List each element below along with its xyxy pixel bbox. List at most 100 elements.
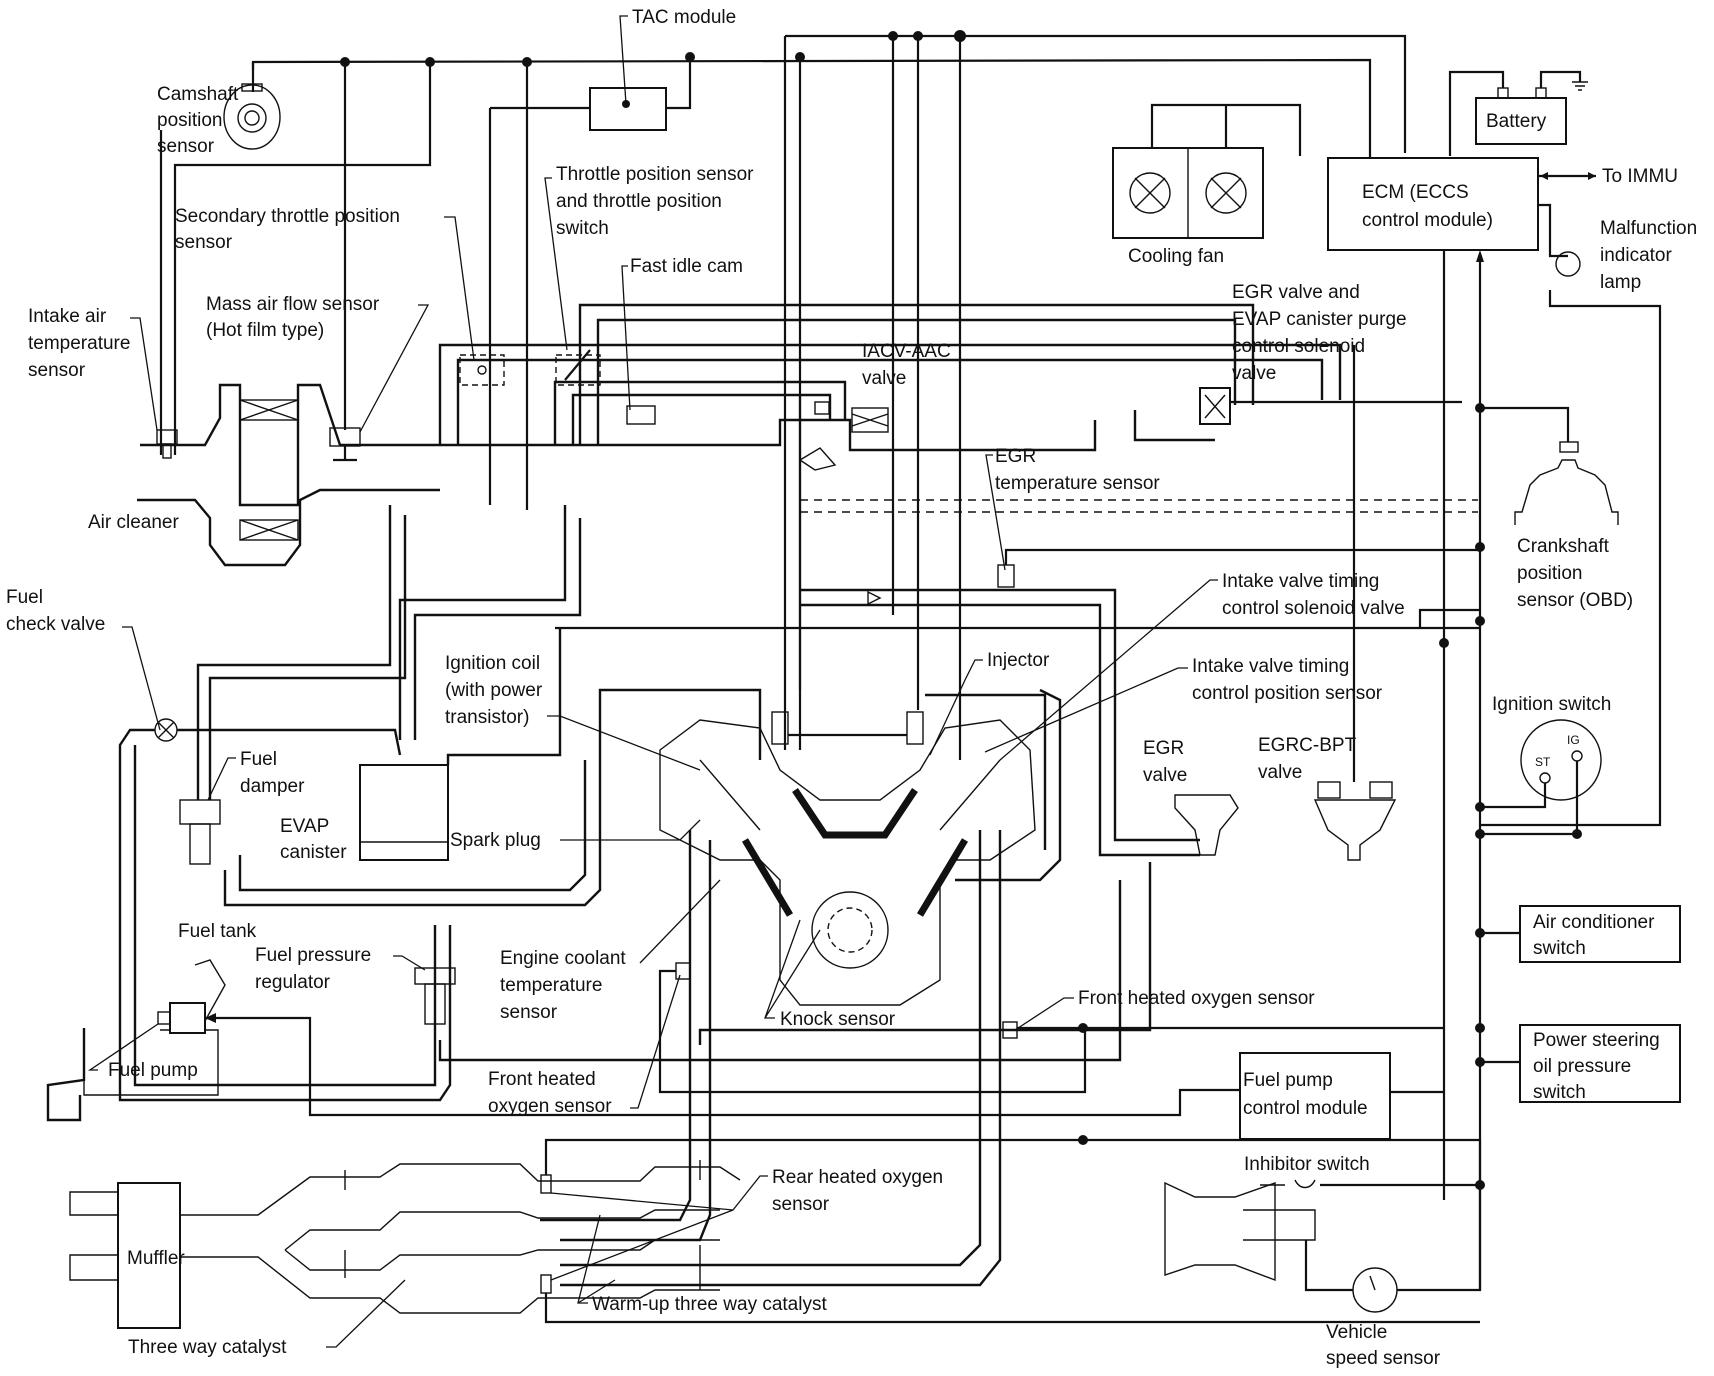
egr-evap-label-2: EVAP canister purge [1232,309,1407,330]
ign-coil-label-2: (with power [445,680,543,701]
egr-valve-label-1: EGR [1143,738,1184,759]
egr-valve: EGR valve [1143,738,1239,856]
evap-canister: EVAP canister [280,628,562,863]
ps-label-3: switch [1533,1082,1586,1103]
injector: Injector [771,650,1050,756]
egrc-label-1: EGRC-BPT [1258,735,1357,756]
fuel-pressure-regulator: Fuel pressure regulator [255,945,456,1025]
camshaft-label-2: position [157,110,223,131]
spark-plug: Spark plug [450,819,701,851]
egr-temp-label-1: EGR [995,446,1036,467]
fast-idle-cam: Fast idle cam [621,256,743,425]
egrc-bpt-valve: EGRC-BPT valve [1258,345,1397,861]
vss-label-2: speed sensor [1326,1348,1441,1369]
fuel-pressure-label-2: regulator [255,972,331,993]
ecm: ECM (ECCS control module) To IMMU [1327,157,1678,1290]
egr-evap-label-1: EGR valve and [1232,282,1360,303]
rear-o2-label-1: Rear heated oxygen [772,1167,943,1188]
malfunction-indicator-lamp: Malfunction indicator lamp [1555,218,1697,293]
mil-label-3: lamp [1600,272,1641,293]
fuel-check-valve: Fuel check valve [6,587,452,1102]
ign-coil-label-1: Ignition coil [445,653,540,674]
knock-sensor: Knock sensor [764,919,896,1030]
muffler-label: Muffler [127,1248,185,1269]
spark-plug-label: Spark plug [450,830,541,851]
ecm-label-2: control module) [1362,210,1493,231]
egr-evap-purge-solenoid: EGR valve and EVAP canister purge contro… [1199,282,1462,425]
intake-manifold-pipes [438,303,1342,452]
front-o2-a-label-2: oxygen sensor [488,1096,612,1117]
fpcm-label-1: Fuel pump [1243,1070,1333,1091]
power-steering-switch: Power steering oil pressure switch [1475,1024,1681,1103]
injector-label: Injector [987,650,1050,671]
ign-ig-label: IG [1567,733,1580,747]
vehicle-speed-sensor: Vehicle speed sensor [1304,1140,1482,1369]
crank-label-3: sensor (OBD) [1517,590,1633,611]
ign-st-label: ST [1535,755,1551,769]
fast-idle-cam-label: Fast idle cam [630,256,743,277]
engine-coolant-temperature-sensor: Engine coolant temperature sensor [500,879,1087,1094]
front-heated-oxygen-sensor-right: Front heated oxygen sensor [1002,988,1485,1039]
fuel-check-label-2: check valve [6,614,105,635]
warm-up-three-way-catalyst: Warm-up three way catalyst [577,1214,827,1315]
camshaft-position-sensor: Camshaft position sensor [157,83,281,157]
intake-valve-timing: Intake valve timing control solenoid val… [984,571,1405,761]
ps-label-1: Power steering [1533,1030,1660,1051]
intake-air-label-1: Intake air [28,306,107,327]
camshaft-label-1: Camshaft [157,84,239,105]
egr-evap-label-4: valve [1232,363,1276,384]
ect-label-1: Engine coolant [500,948,626,969]
intake-air-temperature-sensor: Intake air temperature sensor [28,306,178,459]
tac-module-label: TAC module [632,7,736,28]
iacv-label-2: valve [862,368,906,389]
intake-air-label-2: temperature [28,333,130,354]
fuel-pump-control-module: Fuel pump control module [1239,1052,1444,1140]
warmup-twc-label: Warm-up three way catalyst [592,1294,827,1315]
tac-module: TAC module [589,7,736,131]
evap-label-1: EVAP [280,816,329,837]
fuel-damper: Fuel damper [179,505,407,865]
egr-valve-label-2: valve [1143,765,1187,786]
ignition-switch: Ignition switch ST IG [1475,694,1611,839]
knock-label: Knock sensor [780,1009,896,1030]
mil-label-1: Malfunction [1600,218,1697,239]
egr-evap-label-3: control solenoid [1232,336,1365,357]
fuel-tank: Fuel tank Fuel pump [46,921,1240,1122]
battery: Battery [1448,70,1588,156]
tps-label-2: and throttle position [556,191,722,212]
to-immu-label: To IMMU [1602,166,1678,187]
ac-label-1: Air conditioner [1533,912,1655,933]
twc-label: Three way catalyst [128,1337,287,1358]
cooling-fan: Cooling fan [1112,103,1302,267]
ect-label-3: sensor [500,1002,558,1023]
ac-label-2: switch [1533,938,1586,959]
secondary-tps-label-1: Secondary throttle position [175,206,400,227]
egr-pipes [398,499,1480,857]
crank-label-1: Crankshaft [1517,536,1610,557]
ivt-sol-label-2: control solenoid valve [1222,598,1405,619]
tps-label-1: Throttle position sensor [556,164,754,185]
fuel-pressure-label-1: Fuel pressure [255,945,371,966]
mass-air-flow-sensor: Mass air flow sensor (Hot film type) [206,294,430,462]
main-pipes [223,688,1152,1287]
mil-label-2: indicator [1600,245,1672,266]
ecm-label-1: ECM (ECCS [1362,182,1469,203]
ign-coil-label-3: transistor) [445,707,529,728]
fuel-tank-label: Fuel tank [178,921,257,942]
iacv-aac-valve: IACV-AAC valve [798,341,951,750]
front-o2-b-label: Front heated oxygen sensor [1078,988,1315,1009]
fpcm-label-2: control module [1243,1098,1368,1119]
intake-air-label-3: sensor [28,360,86,381]
fuel-check-label-1: Fuel [6,587,43,608]
egr-temp-label-2: temperature sensor [995,473,1160,494]
ignition-switch-label: Ignition switch [1492,694,1611,715]
front-o2-a-label-1: Front heated [488,1069,596,1090]
egrc-label-2: valve [1258,762,1302,783]
crank-label-2: position [1517,563,1583,584]
air-intake-duct: Air cleaner [88,383,440,567]
air-conditioner-switch: Air conditioner switch [1475,905,1681,963]
battery-label: Battery [1486,111,1547,132]
throttle-position-sensor: Throttle position sensor and throttle po… [544,164,754,386]
ps-label-2: oil pressure [1533,1056,1631,1077]
